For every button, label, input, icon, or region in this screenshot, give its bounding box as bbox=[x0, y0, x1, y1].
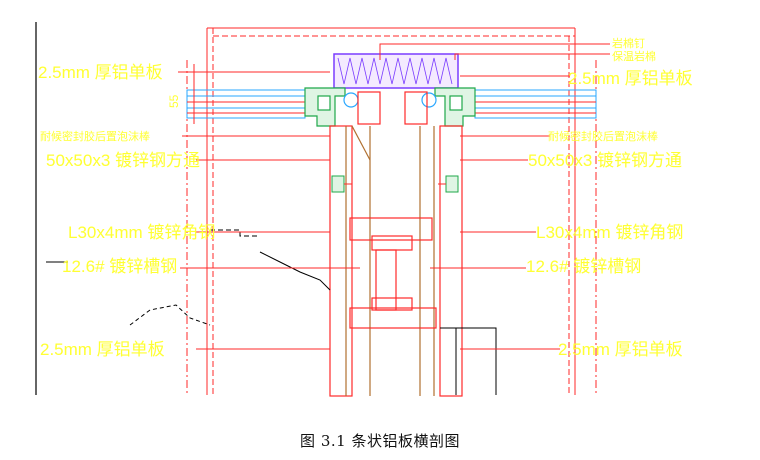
angle-brackets bbox=[331, 175, 459, 193]
label-right-seal: 耐候密封胶后置泡沫棒 bbox=[548, 129, 658, 143]
label-right-rivet: 岩棉钉 bbox=[612, 36, 645, 50]
label-left-top: 2.5mm 厚铝单板 bbox=[38, 63, 163, 82]
leader-lines bbox=[178, 43, 610, 350]
steel-tube-right bbox=[419, 125, 463, 397]
profile-right bbox=[421, 87, 476, 127]
panel-layers-left bbox=[186, 89, 306, 119]
label-left-tube: 50x50x3 镀锌钢方通 bbox=[46, 151, 200, 170]
label-right-bottom: 2.5mm 厚铝单板 bbox=[558, 340, 683, 359]
label-left-channel: 12.6# 镀锌槽钢 bbox=[62, 257, 177, 276]
steel-tube-left bbox=[329, 125, 371, 397]
black-lines bbox=[46, 229, 497, 395]
label-right-tube: 50x50x3 镀锌钢方通 bbox=[528, 151, 682, 170]
center-joint bbox=[357, 91, 428, 125]
insulation-block bbox=[333, 53, 459, 89]
label-right-angle: L30x4mm 镀锌角钢 bbox=[536, 223, 683, 242]
label-left-bottom: 2.5mm 厚铝单板 bbox=[40, 340, 165, 359]
figure-caption: 图 3.1 条状铝板横剖图 bbox=[300, 432, 460, 450]
label-right-top: 2.5mm 厚铝单板 bbox=[568, 69, 693, 88]
label-left-dim: 55 bbox=[167, 94, 181, 108]
label-right-channel: 12.6# 镀锌槽钢 bbox=[526, 257, 641, 276]
label-left-angle: L30x4mm 镀锌角钢 bbox=[68, 223, 215, 242]
label-left-seal: 耐候密封胶后置泡沫棒 bbox=[40, 129, 150, 143]
panel-layers-right bbox=[474, 89, 597, 119]
label-right-insul: 保温岩棉 bbox=[612, 49, 656, 63]
channel-steel bbox=[349, 217, 437, 329]
profile-left bbox=[304, 87, 359, 127]
cross-section-drawing: 2.5mm 厚铝单板 55 耐候密封胶后置泡沫棒 50x50x3 镀锌钢方通 L… bbox=[35, 22, 693, 397]
